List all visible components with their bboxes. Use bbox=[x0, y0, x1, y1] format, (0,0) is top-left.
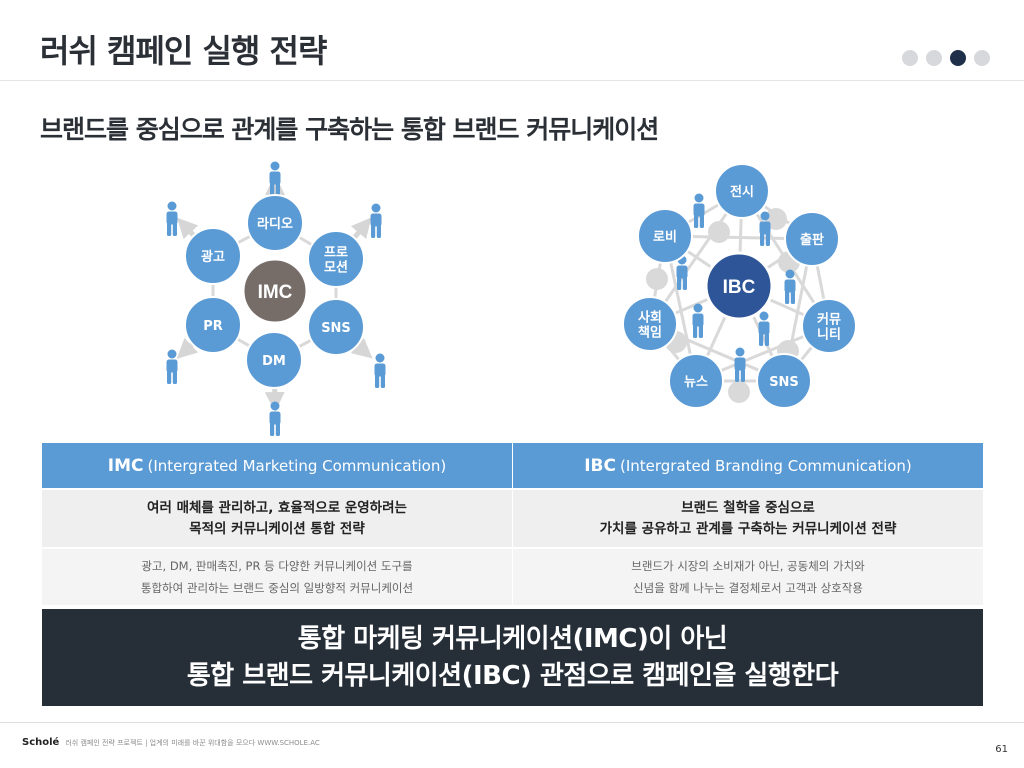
table-detail-row: 광고, DM, 판매촉진, PR 등 다양한 커뮤니케이션 도구를 통합하여 관… bbox=[42, 549, 983, 605]
imc-heading-abbr: IMC bbox=[107, 455, 144, 476]
ibc-node: 출판 bbox=[784, 211, 840, 267]
ibc-hub bbox=[728, 381, 750, 403]
imc-center-label: IMC bbox=[258, 282, 293, 303]
pagination-dots[interactable] bbox=[902, 50, 990, 66]
imc-detail-text: 광고, DM, 판매촉진, PR 등 다양한 커뮤니케이션 도구를 통합하여 관… bbox=[140, 559, 414, 595]
ibc-summary-text: 브랜드 철학을 중심으로 가치를 공유하고 관계를 구축하는 커뮤니케이션 전략 bbox=[599, 499, 897, 537]
ibc-hub bbox=[708, 221, 730, 243]
imc-node: PR bbox=[184, 296, 242, 354]
imc-node-label: 프로 bbox=[324, 246, 348, 261]
imc-node: SNS bbox=[307, 298, 365, 356]
ibc-node-label: 책임 bbox=[638, 326, 662, 341]
pagination-dot-active[interactable] bbox=[950, 50, 966, 66]
footer-divider bbox=[0, 722, 1024, 723]
ibc-node-label: SNS bbox=[769, 375, 799, 390]
imc-node-label: SNS bbox=[321, 321, 351, 336]
ibc-node-label: 뉴스 bbox=[684, 375, 708, 390]
person-icon bbox=[166, 201, 178, 236]
ibc-center-node: IBC bbox=[704, 251, 774, 321]
ibc-node-label: 커뮤 bbox=[817, 313, 841, 328]
pagination-dot[interactable] bbox=[926, 50, 942, 66]
section-subtitle: 브랜드를 중심으로 관계를 구축하는 통합 브랜드 커뮤니케이션 bbox=[40, 115, 659, 144]
ibc-detail-cell: 브랜드가 시장의 소비재가 아닌, 공동체의 가치와 신념을 함께 나누는 결정… bbox=[513, 549, 983, 605]
person-icon bbox=[370, 203, 382, 238]
imc-node-label: DM bbox=[262, 354, 286, 369]
person-icon bbox=[374, 353, 386, 388]
footer-text: 러쉬 캠페인 전략 프로젝트 | 업계의 미래를 바꾼 위대함을 모으다 WWW… bbox=[65, 738, 320, 747]
ibc-node: 전시 bbox=[714, 163, 770, 219]
ibc-node-label: 니티 bbox=[817, 327, 841, 343]
ibc-node-label: 로비 bbox=[653, 230, 677, 245]
pagination-dot[interactable] bbox=[974, 50, 990, 66]
imc-node: DM bbox=[245, 331, 303, 389]
person-icon bbox=[784, 269, 796, 304]
page-number: 61 bbox=[995, 744, 1008, 755]
pagination-dot[interactable] bbox=[902, 50, 918, 66]
imc-arrow bbox=[176, 337, 199, 359]
ibc-heading-abbr: IBC bbox=[584, 455, 616, 476]
comparison-table: IMC (Intergrated Marketing Communication… bbox=[42, 443, 983, 605]
ibc-node-label: 전시 bbox=[730, 184, 754, 200]
banner-line-1: 통합 마케팅 커뮤니케이션(IMC)이 아닌 bbox=[297, 623, 728, 654]
imc-node-label: 광고 bbox=[201, 250, 225, 265]
imc-arrow bbox=[177, 217, 199, 240]
person-icon bbox=[269, 401, 281, 436]
imc-heading-full: (Intergrated Marketing Communication) bbox=[147, 456, 447, 475]
footer: Scholé 러쉬 캠페인 전략 프로젝트 | 업계의 미래를 바꾼 위대함을 … bbox=[22, 737, 320, 748]
page-title: 러쉬 캠페인 실행 전략 bbox=[40, 32, 327, 70]
table-summary-row: 여러 매체를 관리하고, 효율적으로 운영하려는 목적의 커뮤니케이션 통합 전… bbox=[42, 490, 983, 547]
person-icon bbox=[693, 193, 705, 228]
banner-line-2: 통합 브랜드 커뮤니케이션(IBC) 관점으로 캠페인을 실행한다 bbox=[186, 660, 839, 691]
imc-node: 광고 bbox=[184, 227, 242, 285]
imc-detail-cell: 광고, DM, 판매촉진, PR 등 다양한 커뮤니케이션 도구를 통합하여 관… bbox=[42, 549, 512, 605]
person-icon bbox=[759, 211, 771, 246]
ibc-node-label: 사회 bbox=[638, 310, 662, 326]
person-icon bbox=[166, 349, 178, 384]
person-icon bbox=[692, 303, 704, 338]
ibc-detail-text: 브랜드가 시장의 소비재가 아닌, 공동체의 가치와 신념을 함께 나누는 결정… bbox=[631, 559, 865, 595]
conclusion-banner: 통합 마케팅 커뮤니케이션(IMC)이 아닌 통합 브랜드 커뮤니케이션(IBC… bbox=[42, 609, 983, 706]
person-icon bbox=[734, 347, 746, 382]
ibc-heading-cell: IBC (Intergrated Branding Communication) bbox=[513, 443, 983, 488]
ibc-node-label: 출판 bbox=[800, 232, 824, 248]
ibc-node: 뉴스 bbox=[668, 353, 724, 409]
ibc-node: 로비 bbox=[637, 208, 693, 264]
table-header-row: IMC (Intergrated Marketing Communication… bbox=[42, 443, 983, 488]
ibc-hub bbox=[646, 268, 668, 290]
imc-summary-cell: 여러 매체를 관리하고, 효율적으로 운영하려는 목적의 커뮤니케이션 통합 전… bbox=[42, 490, 512, 547]
imc-node-label: PR bbox=[203, 319, 223, 334]
footer-brand-logo: Scholé bbox=[22, 737, 60, 748]
imc-summary-text: 여러 매체를 관리하고, 효율적으로 운영하려는 목적의 커뮤니케이션 통합 전… bbox=[147, 499, 407, 537]
ibc-center-label: IBC bbox=[723, 277, 756, 298]
ibc-heading-full: (Intergrated Branding Communication) bbox=[619, 456, 912, 475]
ibc-hub bbox=[765, 208, 787, 230]
imc-arrow bbox=[350, 217, 372, 241]
imc-node-label: 라디오 bbox=[257, 216, 293, 232]
ibc-node: SNS bbox=[756, 353, 812, 409]
title-divider bbox=[0, 80, 1024, 81]
imc-heading-cell: IMC (Intergrated Marketing Communication… bbox=[42, 443, 512, 488]
ibc-summary-cell: 브랜드 철학을 중심으로 가치를 공유하고 관계를 구축하는 커뮤니케이션 전략 bbox=[513, 490, 983, 547]
imc-node-label: 모션 bbox=[324, 261, 348, 276]
ibc-gray-hubs bbox=[646, 208, 800, 403]
imc-center-node: IMC bbox=[241, 257, 309, 325]
imc-node: 라디오 bbox=[246, 194, 304, 252]
